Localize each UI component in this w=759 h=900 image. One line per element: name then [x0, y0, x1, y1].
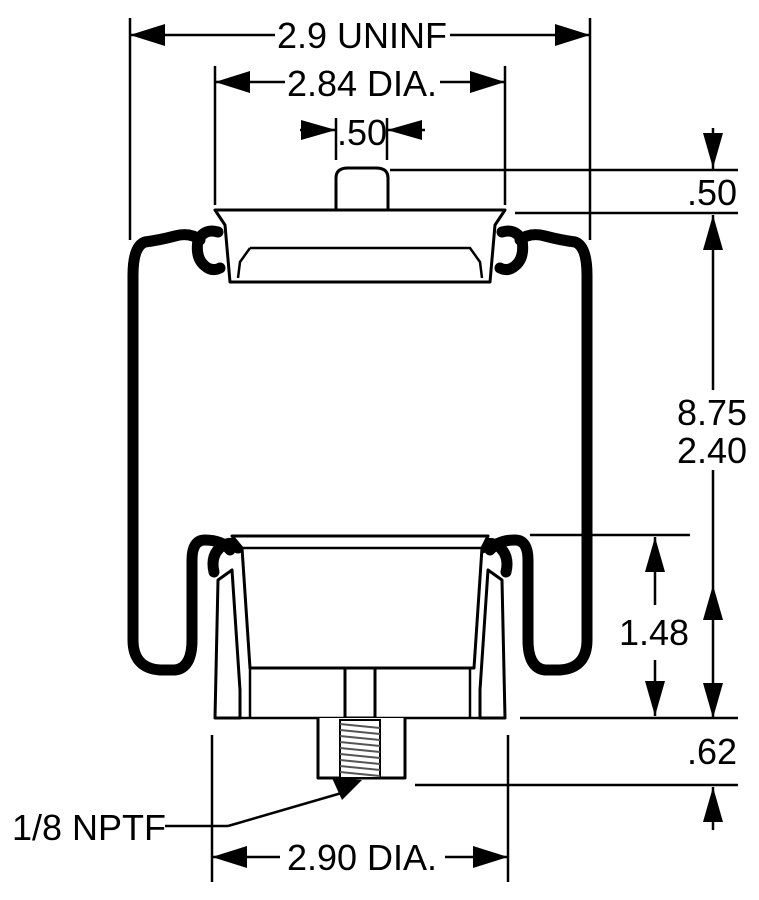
base-dia-dimension: 2.90 DIA. [210, 735, 510, 882]
stud-dia-label: .50 [337, 112, 387, 153]
top-bead-right [494, 225, 529, 276]
arrowhead [645, 537, 665, 572]
piston-height-dimension: 1.48 [520, 533, 738, 720]
bellows-right [484, 229, 593, 676]
piston-skirt [213, 568, 242, 720]
base-height-dimension: .62 [415, 731, 738, 830]
arrowhead [645, 681, 665, 716]
arrowhead [473, 846, 508, 868]
piston-cup [230, 534, 490, 670]
threads [339, 719, 381, 779]
arrowhead [301, 120, 336, 140]
overall-height-dimension: 8.75 2.40 [677, 215, 747, 718]
base-height-label: .62 [687, 731, 737, 772]
top-plate-dia-dimension: 2.84 DIA. [213, 63, 507, 205]
top-stud [334, 166, 390, 212]
arrowhead [212, 846, 247, 868]
arrowhead [555, 24, 590, 46]
arrowhead [470, 71, 505, 93]
stud-height-dimension: .50 [390, 128, 738, 215]
stud-height-label: .50 [687, 172, 737, 213]
arrowhead [703, 585, 723, 620]
arrowhead [703, 133, 723, 168]
arrowhead [130, 24, 165, 46]
lower-bead-left [207, 537, 244, 578]
arrowhead [332, 778, 362, 800]
piston-height-label: 1.48 [619, 612, 689, 653]
lower-bead-right [476, 537, 513, 578]
arrowhead [703, 787, 723, 822]
arrowhead [703, 215, 723, 250]
height-max-label: 8.75 [677, 392, 747, 433]
stud-dia-dimension: .50 [300, 112, 425, 160]
arrowhead [387, 120, 422, 140]
top-plate-dia-label: 2.84 DIA. [287, 63, 437, 104]
fitting-callout: 1/8 NPTF [12, 778, 362, 848]
arrowhead [215, 71, 250, 93]
piston-center-post [343, 666, 377, 720]
height-min-label: 2.40 [677, 430, 747, 471]
arrowhead [703, 683, 723, 718]
base-dia-label: 2.90 DIA. [287, 837, 437, 878]
top-bead-left [191, 225, 226, 276]
fitting-label: 1/8 NPTF [12, 807, 166, 848]
bellows-left [127, 229, 236, 676]
top-plate-recess [236, 246, 484, 279]
overall-width-label: 2.9 UNINF [277, 15, 447, 56]
piston-skirt-right [478, 568, 507, 720]
overall-width-dimension: 2.9 UNINF [128, 15, 592, 240]
top-bead-plate [213, 208, 507, 284]
